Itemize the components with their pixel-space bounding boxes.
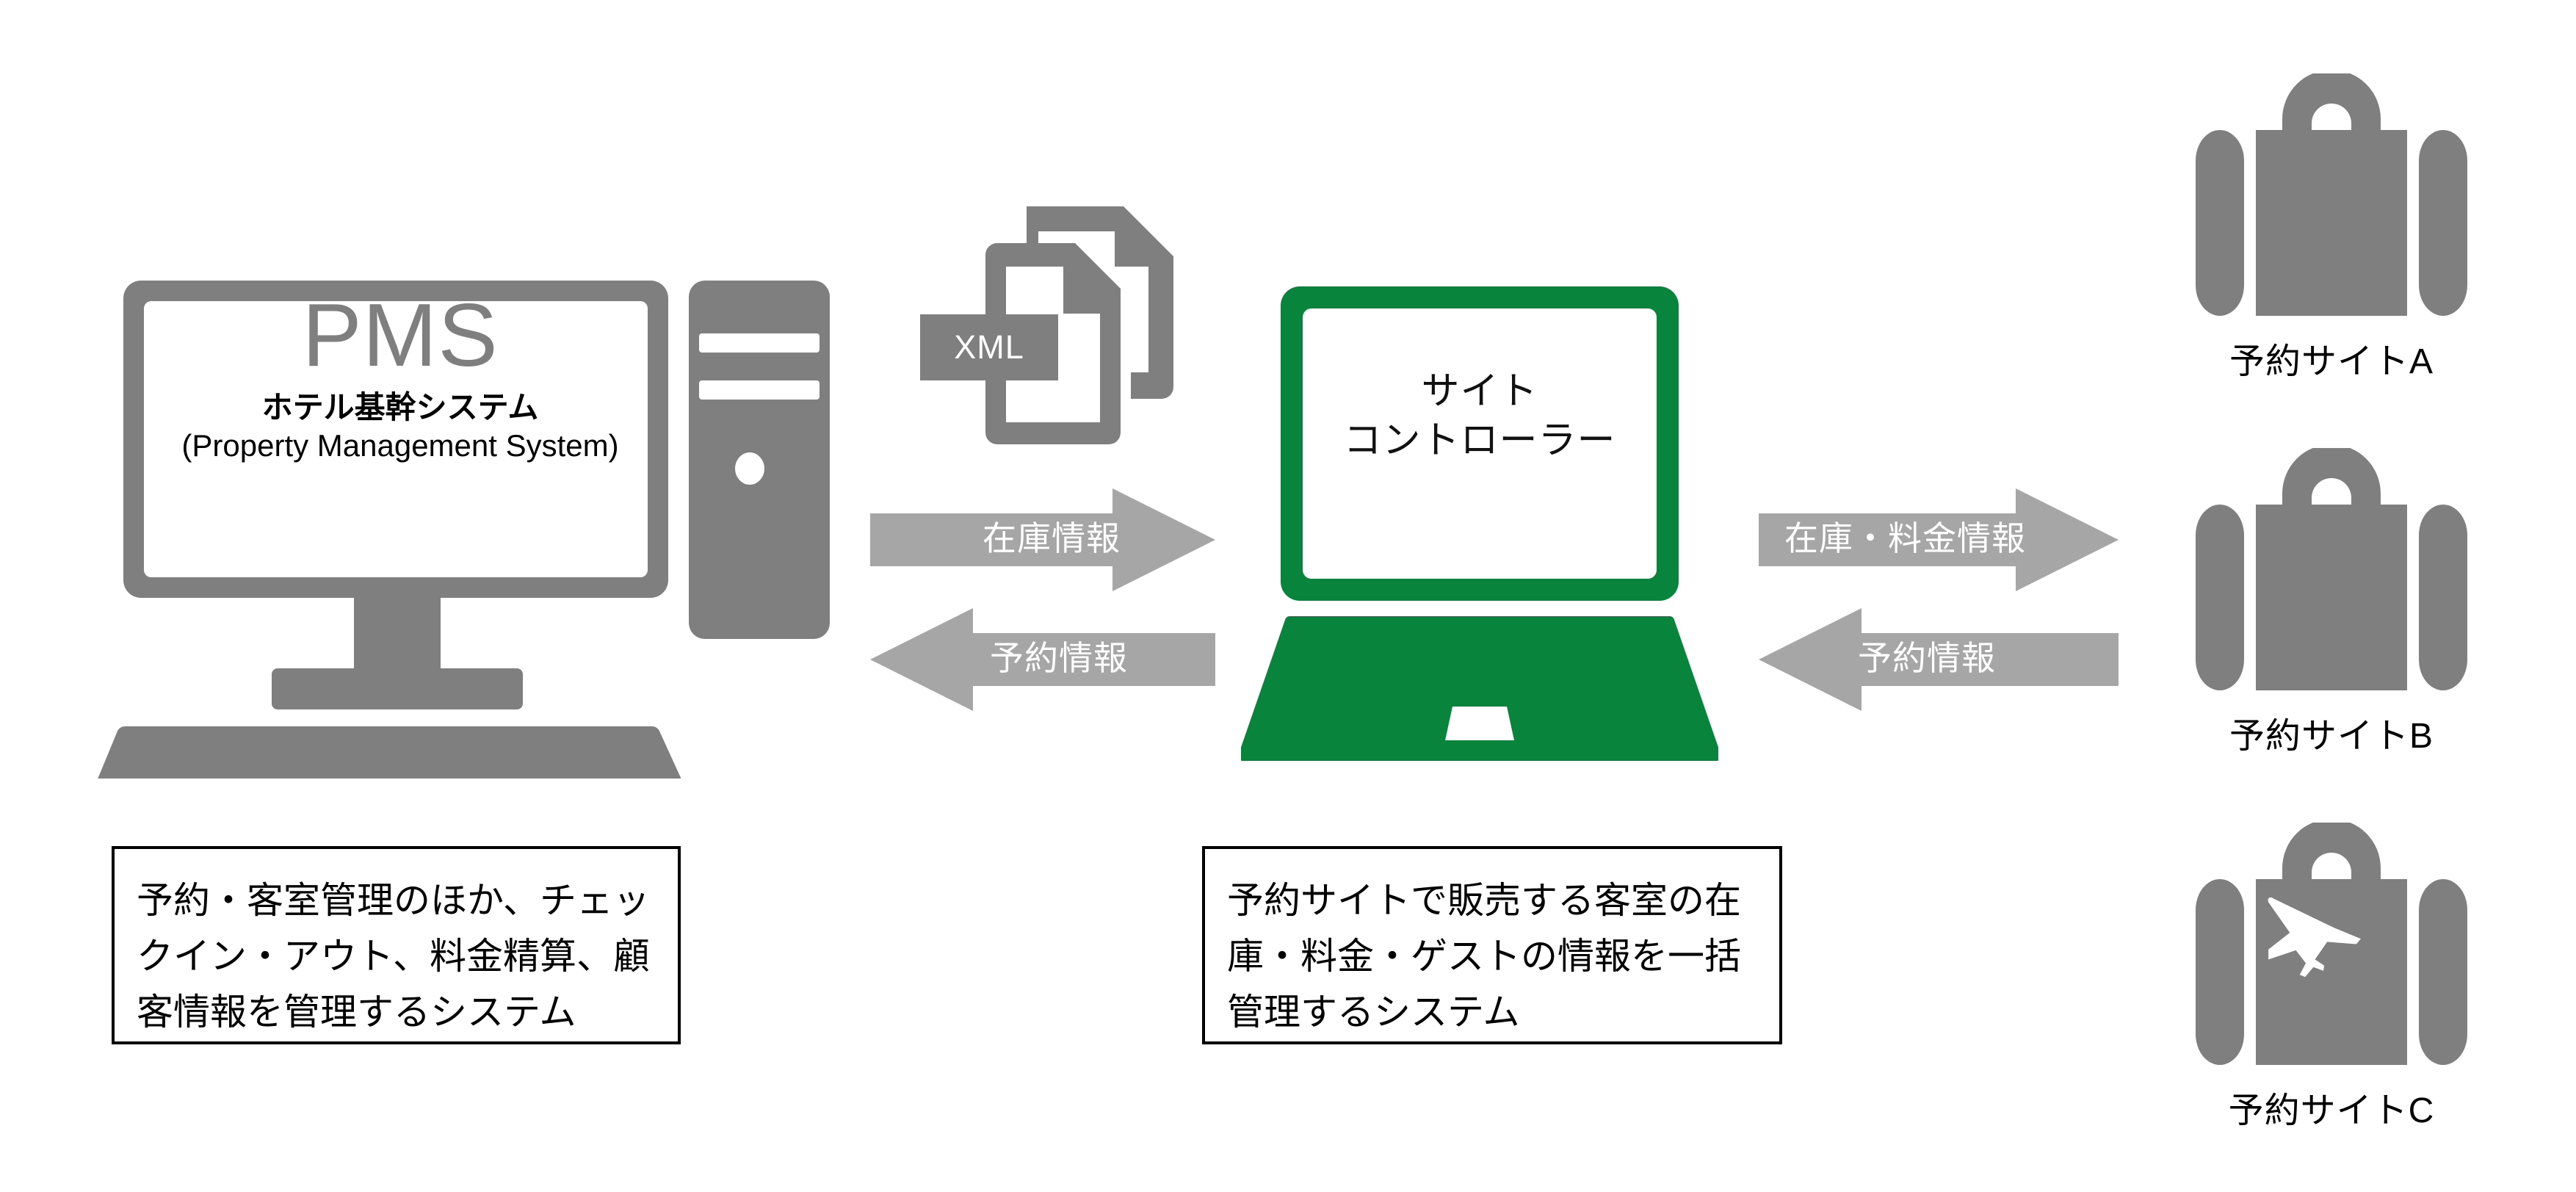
pms-description-box: 予約・客室管理のほか、チェッ クイン・アウト、料金精算、顧 客情報を管理するシス… — [112, 846, 681, 1044]
booking-site-b-suitcase-icon — [2196, 448, 2467, 690]
site-controller-caption: サイト コントローラー — [1281, 367, 1678, 465]
right-arrow-inventory-rate-label: 在庫・料金情報 — [1784, 519, 2026, 557]
pms-description-line-1: 予約・客室管理のほか、チェッ — [137, 880, 650, 921]
right-arrow-reservation-label: 予約情報 — [1858, 639, 1996, 677]
pms-description-line-2: クイン・アウト、料金精算、顧 — [137, 936, 650, 977]
right-arrow-inventory-rate — [1759, 488, 2119, 591]
xml-label: XML — [920, 314, 1058, 380]
left-arrow-reservation — [870, 608, 1215, 711]
left-arrow-inventory — [870, 488, 1215, 591]
booking-site-c-suitcase-airplane-icon — [2196, 823, 2467, 1065]
site-controller-description-box: 予約サイトで販売する客室の在 庫・料金・ゲストの情報を一括 管理するシステム — [1202, 846, 1782, 1044]
left-arrow-inventory-label: 在庫情報 — [983, 519, 1121, 557]
site-controller-description-line-2: 庫・料金・ゲストの情報を一括 — [1227, 936, 1741, 977]
booking-site-a-suitcase-icon — [2196, 73, 2467, 316]
booking-site-c-label: 予約サイトC — [2228, 1091, 2435, 1130]
booking-site-b-label: 予約サイトB — [2229, 717, 2434, 756]
site-controller-line2: コントローラー — [1343, 419, 1616, 462]
xml-documents-icon — [985, 206, 1173, 444]
pms-computer-icon — [98, 281, 830, 779]
right-arrow-reservation — [1759, 608, 2119, 711]
site-controller-description-line-1: 予約サイトで販売する客室の在 — [1227, 880, 1741, 921]
site-controller-line1: サイト — [1421, 370, 1538, 413]
pms-description-line-3: 客情報を管理するシステム — [137, 991, 576, 1033]
site-controller-laptop-icon — [1241, 286, 1718, 761]
site-controller-description-line-3: 管理するシステム — [1227, 991, 1520, 1033]
left-arrow-reservation-label: 予約情報 — [990, 639, 1128, 677]
booking-site-a-label: 予約サイトA — [2229, 342, 2434, 381]
